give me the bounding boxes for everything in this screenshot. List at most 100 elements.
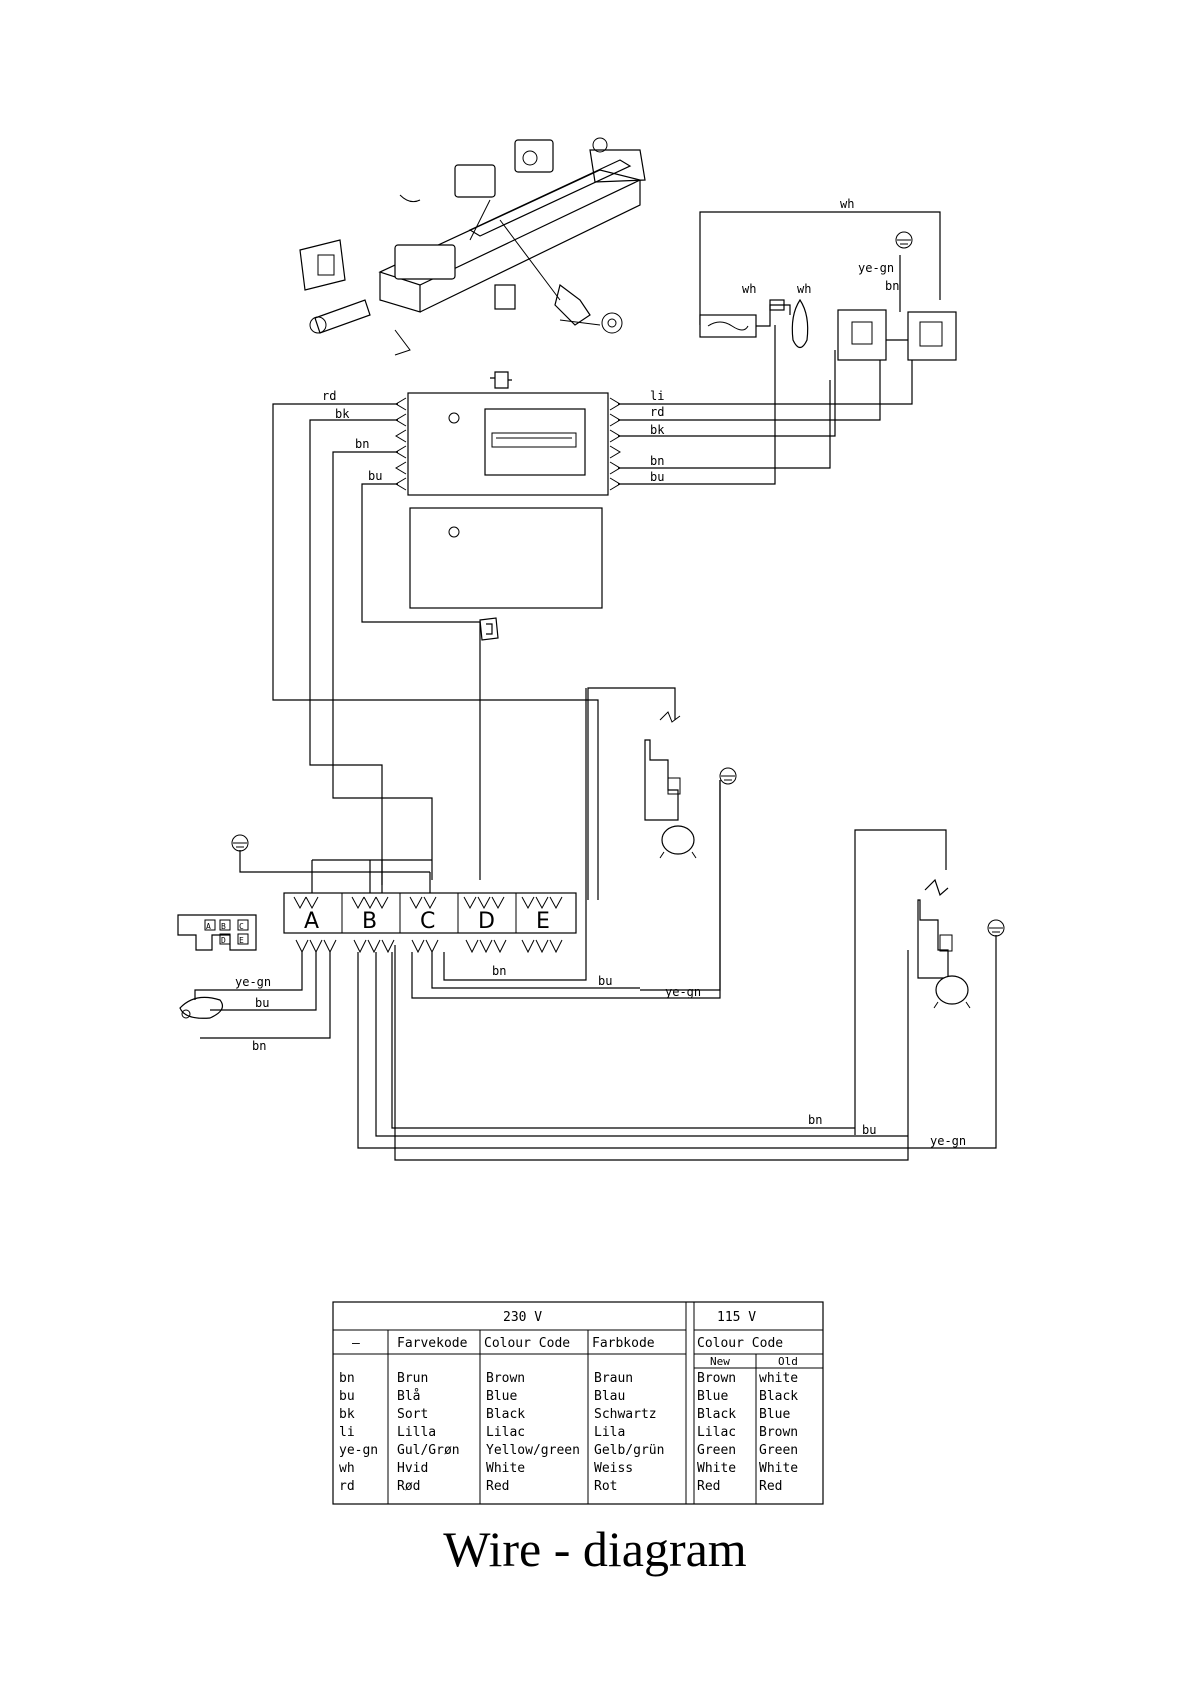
wire-label-yegn-lower: ye-gn	[665, 985, 701, 999]
svg-text:Brown: Brown	[697, 1371, 736, 1386]
svg-text:Lila: Lila	[594, 1425, 625, 1440]
compressor-group-lower	[394, 829, 1005, 1161]
terminal-B: B	[362, 909, 377, 934]
table-header-code: –	[352, 1336, 360, 1351]
lower-panel	[409, 507, 603, 641]
mini-terminal-A: A	[206, 922, 211, 931]
svg-text:Weiss: Weiss	[594, 1461, 633, 1476]
wire-label-bu-bottom: bu	[862, 1123, 876, 1137]
wire-label-bu: bu	[368, 469, 382, 483]
table-header-old: Old	[778, 1355, 798, 1368]
svg-text:Rot: Rot	[594, 1479, 617, 1494]
ground-symbol-3	[987, 919, 1005, 937]
svg-text:Green: Green	[759, 1443, 798, 1458]
table-row: ye-gn Gul/Grøn Yellow/green Gelb/grün Gr…	[339, 1443, 798, 1458]
svg-text:bn: bn	[339, 1371, 355, 1386]
svg-text:Blue: Blue	[486, 1389, 517, 1404]
svg-text:Blue: Blue	[697, 1389, 728, 1404]
svg-text:Red: Red	[486, 1479, 509, 1494]
wire-label-rd: rd	[322, 389, 336, 403]
terminal-C: C	[420, 909, 435, 934]
plug-icon	[179, 996, 223, 1019]
table-row: bu Blå Blue Blau Blue Black	[339, 1389, 798, 1404]
exploded-assembly-drawing	[299, 137, 646, 356]
table-row: wh Hvid White Weiss White White	[339, 1461, 798, 1476]
ground-symbol-2	[719, 767, 737, 785]
lower-wires: bn bu ye-gn ye-gn bu bn bn bu ye-gn	[179, 688, 997, 1149]
svg-text:Braun: Braun	[594, 1371, 633, 1386]
right-harness: li rd bk bn bu	[618, 318, 913, 485]
svg-text:White: White	[697, 1461, 736, 1476]
wire-label-bk: bk	[335, 407, 350, 421]
svg-text:Lilac: Lilac	[697, 1425, 736, 1440]
mini-terminal-B: B	[221, 922, 226, 931]
table-header-farvekode: Farvekode	[397, 1336, 468, 1351]
table-header-115-colour-code: Colour Code	[697, 1336, 783, 1351]
wire-label-rd-right: rd	[650, 405, 664, 419]
wire-label-wh-1: wh	[742, 282, 756, 296]
svg-text:White: White	[486, 1461, 525, 1476]
wire-label-yegn-top: ye-gn	[858, 261, 894, 275]
svg-text:wh: wh	[339, 1461, 355, 1476]
compressor-icon-2	[935, 975, 969, 1005]
wire-label-wh-top: wh	[840, 197, 854, 211]
control-panel	[395, 371, 621, 496]
svg-text:Sort: Sort	[397, 1407, 428, 1422]
svg-text:Green: Green	[697, 1443, 736, 1458]
wire-label-bn-lower: bn	[492, 964, 506, 978]
wire-label-yegn-bottom: ye-gn	[930, 1134, 966, 1148]
terminal-A: A	[304, 909, 319, 934]
wire-label-bu-lower: bu	[598, 974, 612, 988]
svg-text:Lilac: Lilac	[486, 1425, 525, 1440]
colour-code-table: 230 V 115 V – Farvekode Colour Code Farb…	[332, 1301, 824, 1505]
wire-label-bn: bn	[355, 437, 369, 451]
wire-label-bn-top: bn	[885, 279, 899, 293]
svg-text:bu: bu	[339, 1389, 355, 1404]
ground-symbol	[895, 231, 913, 249]
table-230v: 230 V	[503, 1310, 542, 1325]
svg-text:Schwartz: Schwartz	[594, 1407, 657, 1422]
compressor-icon-1	[661, 825, 695, 855]
svg-text:Brown: Brown	[759, 1425, 798, 1440]
table-header-new: New	[710, 1355, 730, 1368]
svg-text:bk: bk	[339, 1407, 355, 1422]
wire-label-bn-bottom: bn	[808, 1113, 822, 1127]
svg-text:Brown: Brown	[486, 1371, 525, 1386]
svg-text:ye-gn: ye-gn	[339, 1443, 378, 1458]
mini-terminal-C: C	[239, 922, 244, 931]
sensor-relay-assembly: wh wh wh bn ye-gn	[699, 197, 957, 361]
table-header-farbkode: Farbkode	[592, 1336, 655, 1351]
svg-text:li: li	[339, 1425, 355, 1440]
mini-terminal-E: E	[239, 936, 244, 945]
svg-text:rd: rd	[339, 1479, 355, 1494]
mini-terminal-block: A B C D E	[177, 914, 257, 951]
svg-text:Gelb/grün: Gelb/grün	[594, 1443, 664, 1458]
wire-label-li: li	[650, 389, 664, 403]
svg-text:Gul/Grøn: Gul/Grøn	[397, 1443, 460, 1458]
terminal-strip: A B C D E	[231, 834, 577, 954]
compressor-group-upper	[587, 687, 737, 991]
svg-text:White: White	[759, 1461, 798, 1476]
page-title: Wire - diagram	[443, 1521, 747, 1577]
wire-label-bk-right: bk	[650, 423, 665, 437]
svg-text:Blå: Blå	[397, 1389, 420, 1404]
svg-text:Rød: Rød	[397, 1479, 420, 1494]
wire-label-bu-plug: bu	[255, 996, 269, 1010]
table-row: bn Brun Brown Braun Brown white	[339, 1371, 798, 1386]
svg-text:Lilla: Lilla	[397, 1425, 436, 1440]
svg-text:Black: Black	[697, 1407, 736, 1422]
ground-symbol-4	[231, 834, 249, 852]
svg-text:Black: Black	[486, 1407, 525, 1422]
wire-label-bu-right: bu	[650, 470, 664, 484]
wire-label-wh-2: wh	[797, 282, 811, 296]
svg-text:Black: Black	[759, 1389, 798, 1404]
table-header-colour-code: Colour Code	[484, 1336, 570, 1351]
wire-label-bn-right: bn	[650, 454, 664, 468]
wire-label-yegn-plug: ye-gn	[235, 975, 271, 989]
table-row: rd Rød Red Rot Red Red	[339, 1479, 782, 1494]
svg-text:Red: Red	[697, 1479, 720, 1494]
left-harness: rd bk bn bu	[272, 389, 599, 900]
svg-text:white: white	[759, 1371, 798, 1386]
svg-text:Hvid: Hvid	[397, 1461, 428, 1476]
